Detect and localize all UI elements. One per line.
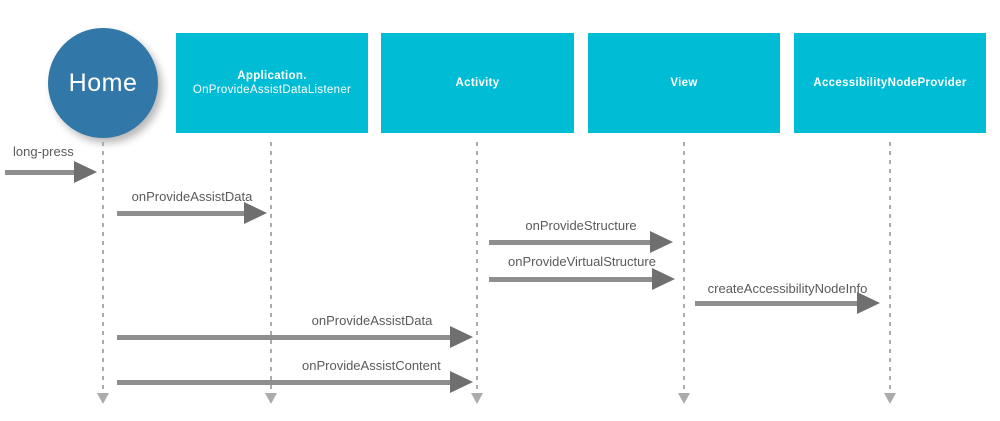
message-create-accessibility-node-info: createAccessibilityNodeInfo: [695, 281, 880, 319]
actor-accessibility-node-provider-title: AccessibilityNodeProvider: [813, 77, 967, 89]
actor-box-accessibility-node-provider: AccessibilityNodeProvider: [794, 33, 986, 133]
message-shaft: [117, 335, 452, 340]
message-shaft: [117, 380, 452, 385]
actor-box-application: Application. OnProvideAssistDataListener: [176, 33, 368, 133]
message-on-provide-assist-data-to-activity: onProvideAssistData: [117, 313, 473, 351]
message-shaft: [489, 277, 654, 282]
actor-view-title: View: [670, 77, 698, 89]
message-shaft: [117, 211, 246, 216]
lifeline-activity: [476, 142, 478, 394]
arrow-right-icon: [244, 202, 267, 224]
message-long-press: long-press: [5, 144, 97, 186]
message-on-provide-assist-data-to-application: onProvideAssistData: [117, 189, 267, 227]
message-label: createAccessibilityNodeInfo: [707, 281, 868, 296]
actor-home: Home: [48, 28, 158, 138]
lifeline-home: [102, 142, 104, 394]
actor-box-activity: Activity: [381, 33, 574, 133]
arrow-right-icon: [74, 161, 97, 183]
arrow-right-icon: [857, 292, 880, 314]
lifeline-activity-arrow-icon: [471, 393, 483, 404]
actor-application-subtitle: OnProvideAssistDataListener: [192, 84, 352, 96]
message-label: onProvideAssistData: [131, 189, 253, 204]
message-shaft: [489, 240, 652, 245]
message-long-press-label: long-press: [13, 144, 74, 159]
lifeline-home-arrow-icon: [97, 393, 109, 404]
lifeline-view: [683, 142, 685, 394]
message-label: onProvideStructure: [525, 218, 637, 233]
arrow-right-icon: [450, 371, 473, 393]
lifeline-accessibility-node-provider: [889, 142, 891, 394]
message-label: onProvideVirtualStructure: [508, 254, 656, 269]
arrow-right-icon: [450, 326, 473, 348]
message-long-press-shaft: [5, 170, 76, 175]
lifeline-view-arrow-icon: [678, 393, 690, 404]
lifeline-application-arrow-icon: [265, 393, 277, 404]
message-shaft: [695, 301, 859, 306]
lifeline-accessibility-node-provider-arrow-icon: [884, 393, 896, 404]
arrow-right-icon: [652, 268, 675, 290]
actor-application-title: Application.: [237, 70, 307, 82]
actor-activity-title: Activity: [455, 77, 500, 89]
arrow-right-icon: [650, 231, 673, 253]
message-label: onProvideAssistContent: [302, 358, 441, 373]
message-label: onProvideAssistData: [311, 313, 433, 328]
lifeline-application: [270, 142, 272, 394]
message-on-provide-structure: onProvideStructure: [489, 218, 673, 256]
actor-home-label: Home: [68, 68, 138, 97]
message-on-provide-virtual-structure: onProvideVirtualStructure: [489, 254, 675, 292]
message-on-provide-assist-content: onProvideAssistContent: [117, 358, 473, 396]
actor-box-view: View: [588, 33, 780, 133]
